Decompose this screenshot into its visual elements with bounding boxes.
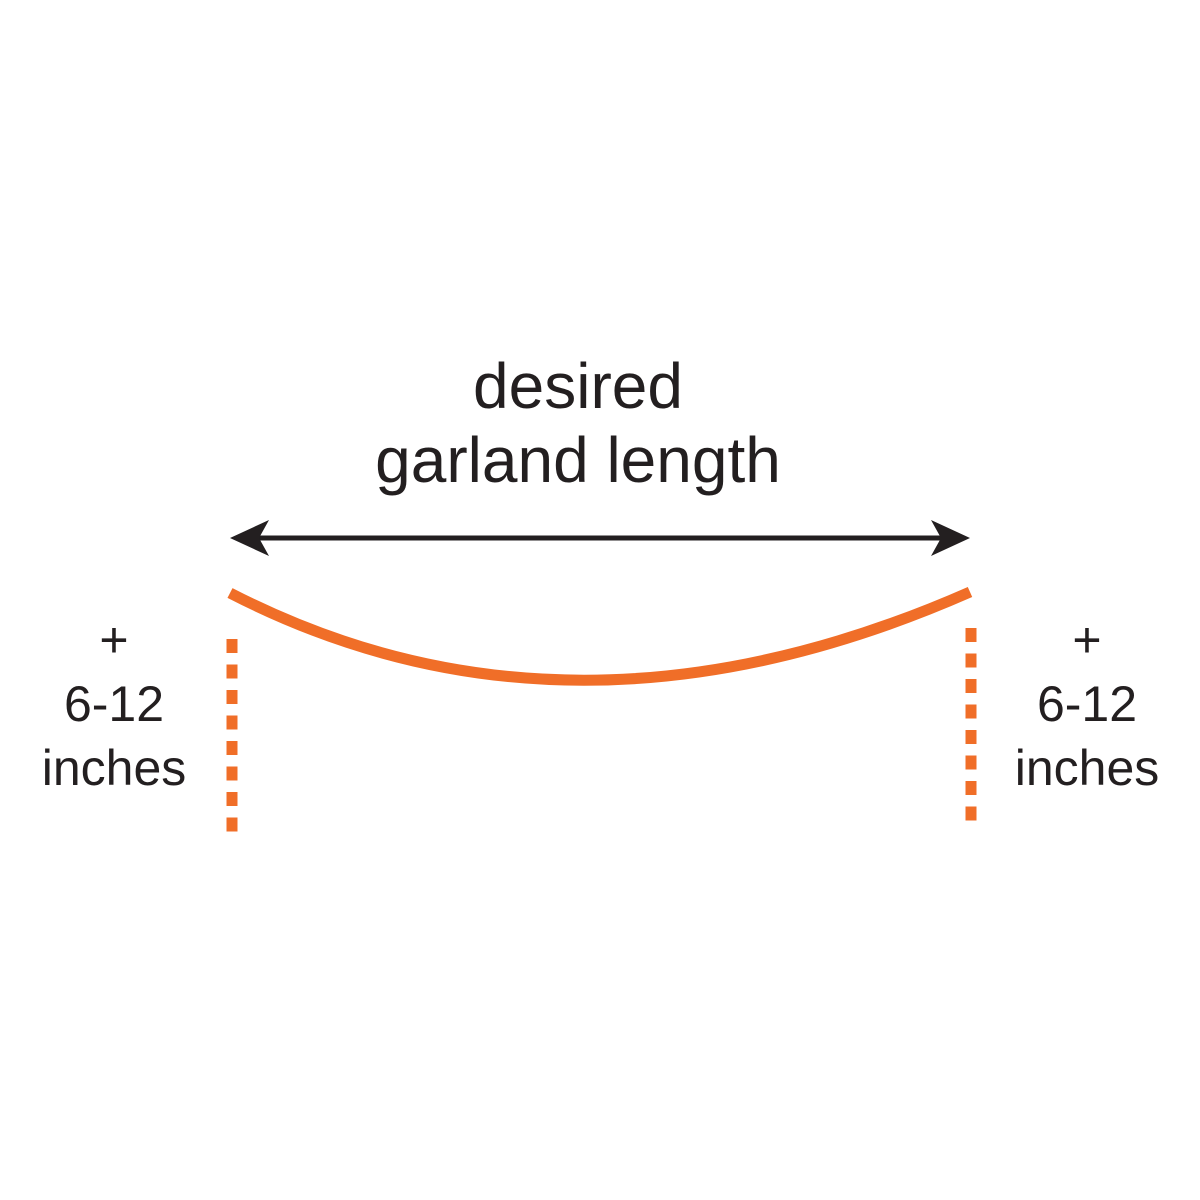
right-inch-range: 6-12 xyxy=(1036,676,1138,732)
title-line-desired: desired xyxy=(473,350,683,422)
arrow-left-head-icon xyxy=(230,520,269,556)
garland-curve xyxy=(227,586,973,686)
left-inch-range: 6-12 xyxy=(63,676,165,732)
left-plus-sign: + xyxy=(99,612,129,668)
length-double-arrow xyxy=(230,520,970,556)
title-line-garland-length: garland length xyxy=(375,424,781,496)
right-plus-sign: + xyxy=(1072,612,1102,668)
left-inch-unit: inches xyxy=(41,740,187,796)
right-inch-unit: inches xyxy=(1014,740,1160,796)
right-extra-length-note: + 6-12 inches xyxy=(987,608,1187,800)
diagram-title: desired garland length xyxy=(178,349,978,497)
arrow-right-head-icon xyxy=(931,520,970,556)
left-extra-length-note: + 6-12 inches xyxy=(14,608,214,800)
